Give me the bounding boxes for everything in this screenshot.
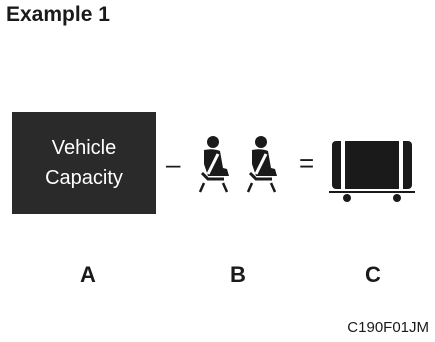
label-b: B [230,262,246,287]
example-heading: Example 1 [6,3,110,26]
minus-sign: – [166,149,181,179]
vehicle-capacity-box: Vehicle Capacity [12,112,156,214]
vehicle-capacity-label: Vehicle Capacity [45,137,123,189]
label-c: C [365,262,381,287]
seated-occupant-icon [196,134,232,201]
cargo-luggage-icon [329,139,415,210]
figure-code: C190F01JM [347,319,429,336]
seated-occupant-icon [244,134,280,201]
equals-sign: = [299,148,315,178]
label-a: A [80,262,96,287]
